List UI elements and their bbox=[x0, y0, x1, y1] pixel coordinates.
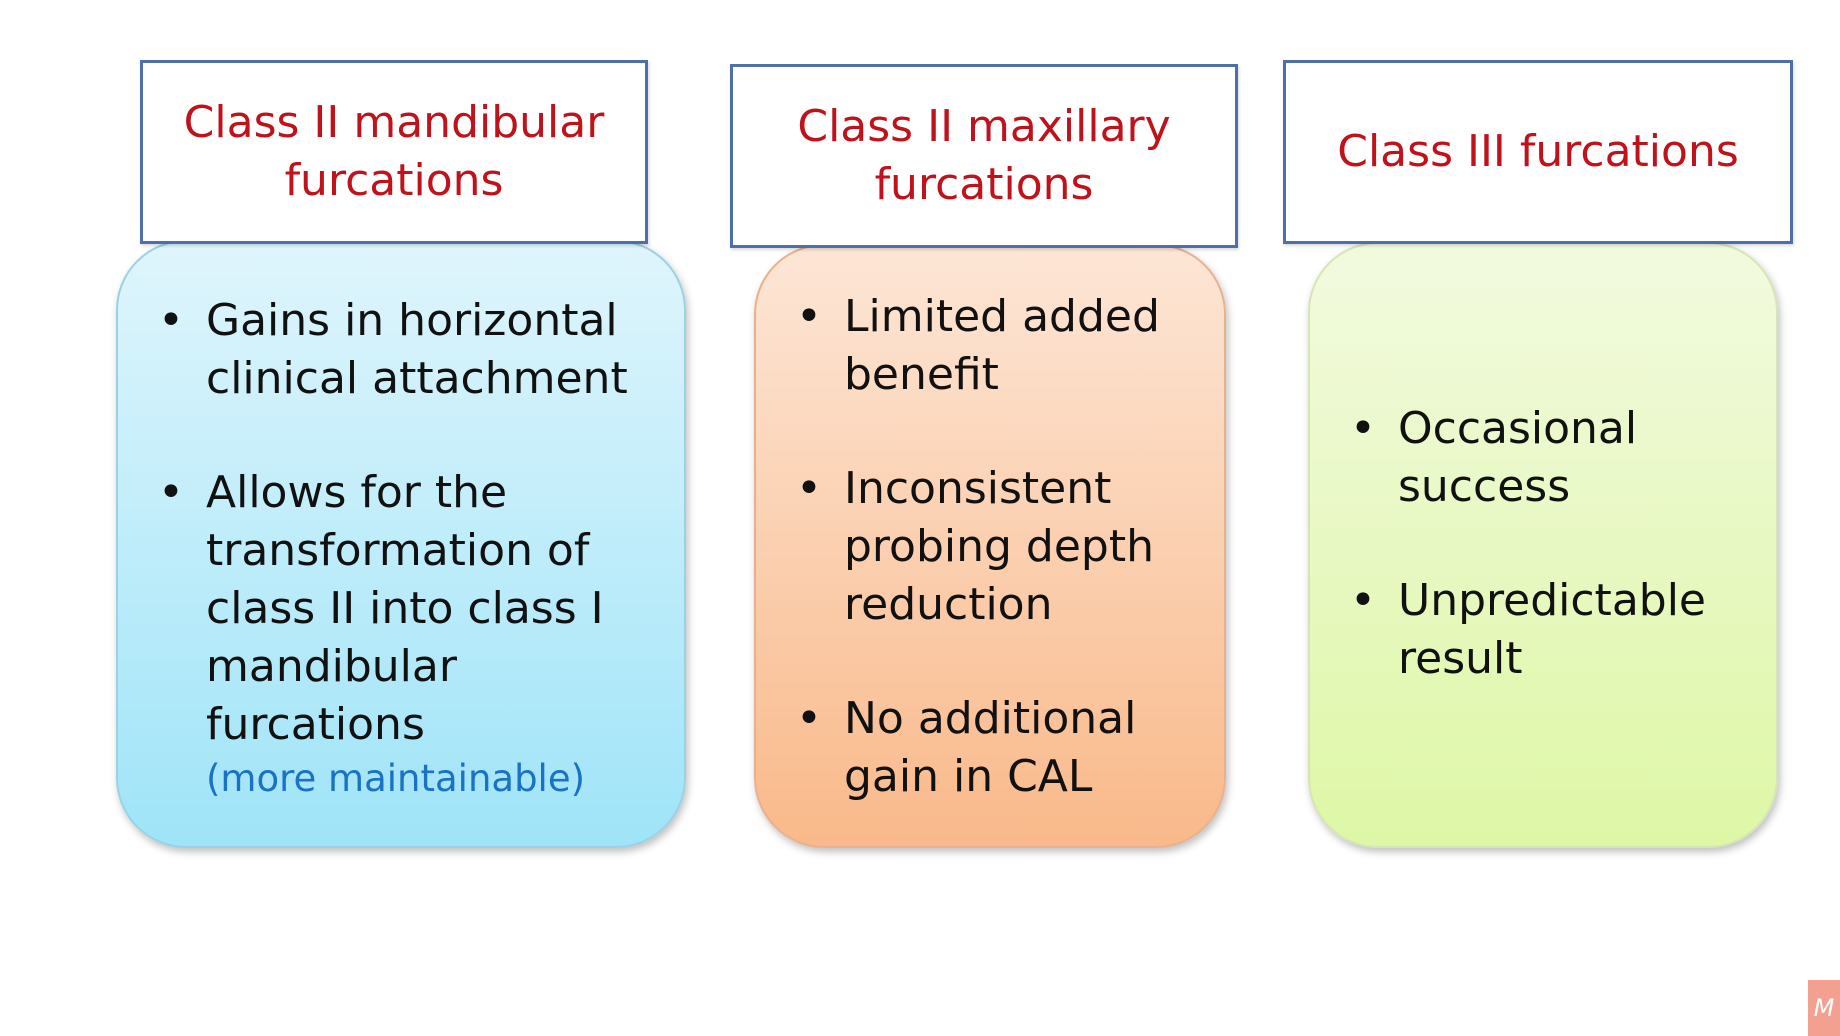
card-class-ii-maxillary: • Limited added benefit • Inconsistent p… bbox=[754, 244, 1226, 848]
list-item: • Allows for the transformation of class… bbox=[118, 464, 626, 754]
card-class-ii-mandibular: • Gains in horizontal clinical attachmen… bbox=[116, 240, 686, 848]
maintainable-note: (more maintainable) bbox=[206, 757, 586, 800]
header-class-iii: Class III furcations bbox=[1283, 60, 1793, 244]
logo-icon: M bbox=[1808, 980, 1840, 1036]
bullet-icon: • bbox=[796, 291, 822, 342]
header-line: Class II mandibular bbox=[183, 97, 605, 148]
list-item: • Occasional success bbox=[1310, 400, 1738, 516]
header-line: Class II maxillary bbox=[797, 101, 1171, 152]
list-item: • Gains in horizontal clinical attachmen… bbox=[118, 292, 646, 408]
bullet-icon: • bbox=[158, 467, 184, 518]
bullet-icon: • bbox=[158, 295, 184, 346]
bullet-icon: • bbox=[796, 463, 822, 514]
list-item: • No additional gain in CAL bbox=[756, 690, 1184, 806]
header-class-ii-mandibular: Class II mandibular furcations bbox=[140, 60, 648, 244]
header-line: Class III furcations bbox=[1337, 126, 1739, 177]
bullet-icon: • bbox=[1350, 575, 1376, 626]
bullet-icon: • bbox=[796, 693, 822, 744]
header-line: furcations bbox=[284, 155, 504, 206]
list-item: • Inconsistent probing depth reduction bbox=[756, 460, 1184, 634]
bullet-icon: • bbox=[1350, 403, 1376, 454]
list-item: • Unpredictable result bbox=[1310, 572, 1758, 688]
list-item: • Limited added benefit bbox=[756, 288, 1184, 404]
card-class-iii: • Occasional success • Unpredictable res… bbox=[1308, 242, 1778, 848]
header-class-ii-maxillary: Class II maxillary furcations bbox=[730, 64, 1238, 248]
header-line: furcations bbox=[874, 159, 1094, 210]
